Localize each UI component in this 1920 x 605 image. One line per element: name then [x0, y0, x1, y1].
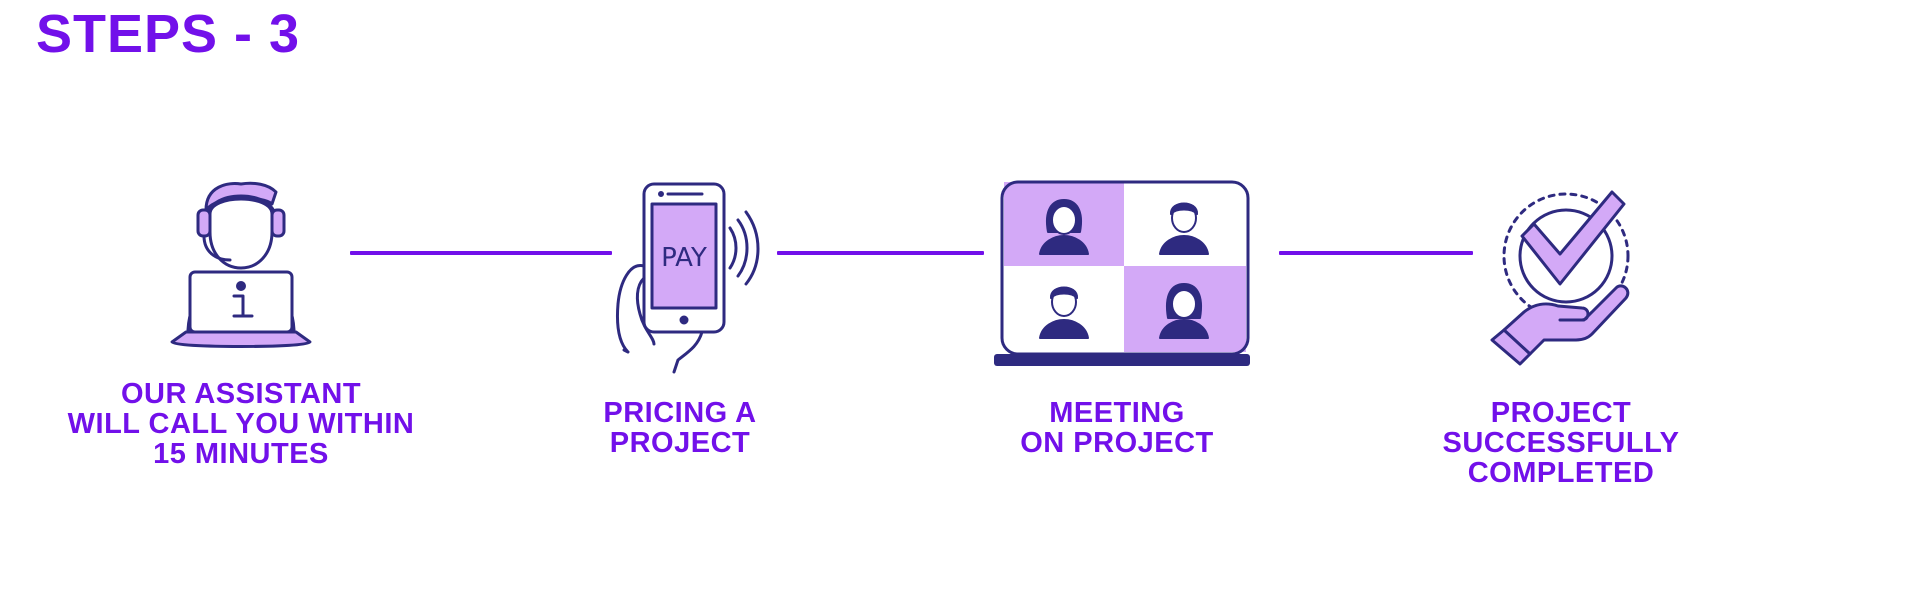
- step-label-completed: PROJECT SUCCESSFULLY COMPLETED: [1406, 398, 1716, 488]
- step-label-line: OUR ASSISTANT: [120, 378, 362, 410]
- video-meeting-icon: [994, 180, 1250, 366]
- step-label-line: PROJECT: [1490, 397, 1632, 429]
- step-connector-1-2: [350, 251, 612, 255]
- page-title: STEPS - 3: [36, 4, 301, 64]
- step-connector-2-3: [777, 251, 984, 255]
- step-label-line: SUCCESSFULLY: [1442, 427, 1680, 459]
- step-label-line: PRICING A: [603, 397, 757, 429]
- assistant-headset-laptop-icon: [168, 180, 314, 350]
- step-label-line: WILL CALL YOU WITHIN: [67, 408, 415, 440]
- step-label-meeting: MEETING ON PROJECT: [982, 398, 1252, 458]
- step-label-line: 15 MINUTES: [153, 438, 329, 470]
- phone-pay-icon: PAY: [606, 182, 764, 374]
- step-label-line: COMPLETED: [1467, 457, 1655, 489]
- step-connector-3-4: [1279, 251, 1473, 255]
- step-label-line: PROJECT: [609, 427, 751, 459]
- step-label-line: MEETING: [1049, 397, 1185, 429]
- step-label-pricing: PRICING A PROJECT: [560, 398, 800, 458]
- phone-pay-label: PAY: [661, 243, 707, 273]
- step-label-line: ON PROJECT: [1020, 427, 1214, 459]
- step-label-assistant-call: OUR ASSISTANT WILL CALL YOU WITHIN 15 MI…: [41, 379, 441, 469]
- hand-checkmark-icon: [1488, 184, 1640, 366]
